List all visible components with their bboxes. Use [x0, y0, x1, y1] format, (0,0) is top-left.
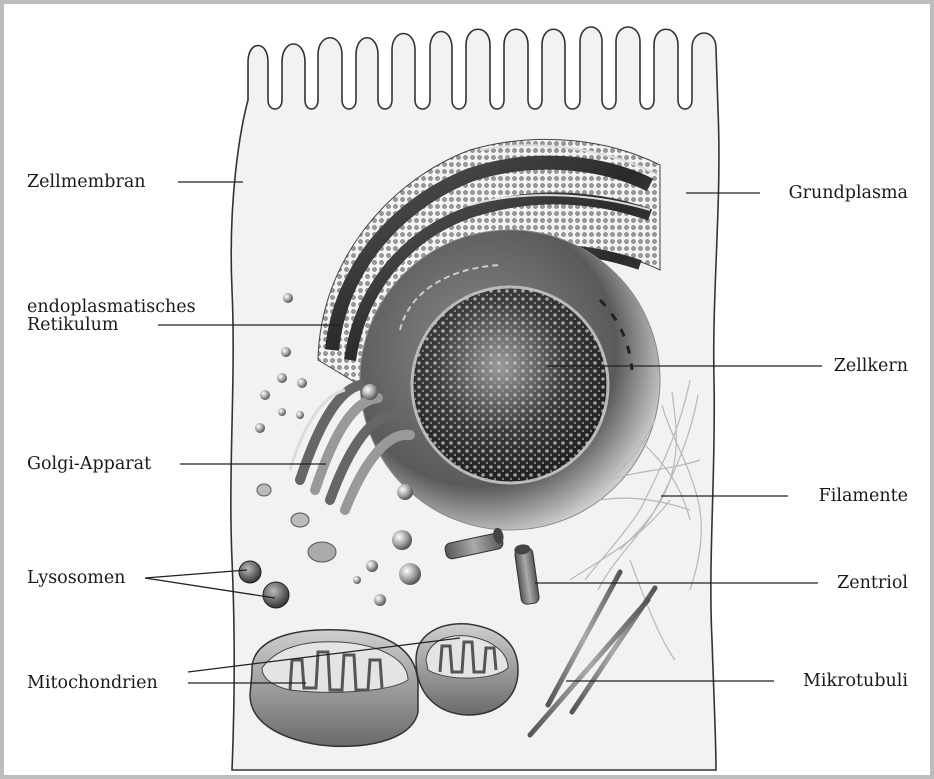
- label-zellkern: Zellkern: [820, 355, 908, 377]
- label-lysosomen: Lysosomen: [27, 567, 125, 589]
- label-zentriol: Zentriol: [820, 572, 908, 594]
- label-golgi: Golgi-Apparat: [27, 453, 151, 475]
- label-filamente: Filamente: [792, 485, 908, 507]
- label-mikrotubuli: Mikrotubuli: [776, 670, 908, 692]
- label-zellmembran: Zellmembran: [27, 171, 146, 193]
- label-mitochondrien: Mitochondrien: [27, 672, 158, 694]
- label-grundplasma: Grundplasma: [768, 182, 908, 204]
- label-er-line2: Retikulum: [27, 314, 119, 336]
